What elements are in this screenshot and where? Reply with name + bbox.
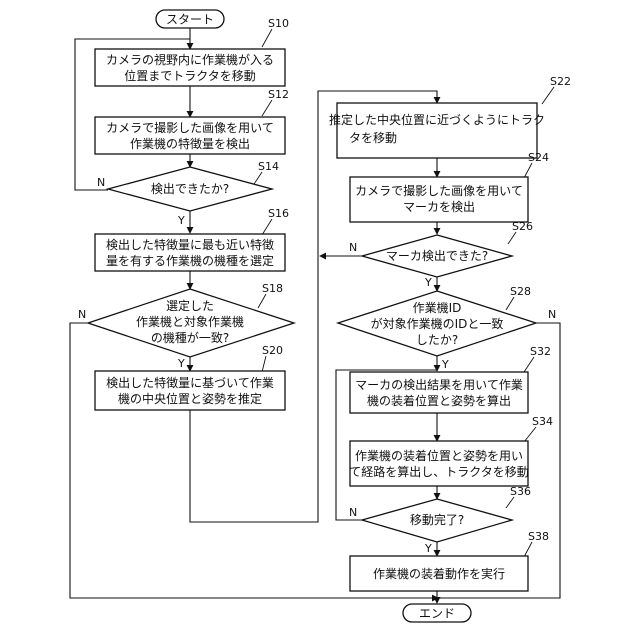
s26-line-1: マーカ検出できた?	[386, 249, 488, 263]
step-label-s36: S36	[510, 485, 531, 498]
process-s34	[350, 441, 528, 486]
s16-line-2: 量を有する作業機の機種を選定	[106, 253, 274, 268]
leader-s18	[258, 294, 266, 308]
s18-line-3: の機種が一致?	[151, 330, 229, 345]
leader-s32	[524, 357, 534, 372]
step-label-s34: S34	[532, 415, 553, 428]
step-label-s38: S38	[528, 530, 549, 543]
s20-line-1: 検出した特徴量に基づいて作業	[106, 375, 274, 390]
branch-s26-no: N	[349, 241, 357, 254]
leader-s34	[524, 427, 536, 442]
step-label-s32: S32	[530, 345, 551, 358]
leader-s28	[506, 297, 514, 310]
step-label-s10: S10	[268, 17, 289, 30]
s12-line-2: 作業機の特徴量を検出	[130, 136, 250, 151]
s22-line-1: 推定した中央位置に近づくようにトラク	[329, 112, 545, 127]
leader-s26	[508, 232, 516, 244]
step-label-s12: S12	[268, 88, 289, 101]
step-label-s28: S28	[510, 285, 531, 298]
step-label-s20: S20	[262, 344, 283, 357]
s28-line-2: が対象作業機のIDと一致	[371, 316, 504, 331]
s22-line-2: タを移動	[349, 131, 397, 145]
step-label-s18: S18	[262, 282, 283, 295]
s24-line-2: マーカを検出	[403, 200, 475, 214]
s34-line-2: て経路を算出し、トラクタを移動	[349, 464, 529, 479]
step-label-s24: S24	[528, 151, 549, 164]
s18-line-2: 作業機と対象作業機	[136, 314, 244, 329]
s36-line-1: 移動完了?	[410, 512, 464, 527]
s32-line-2: 機の装着位置と姿勢を算出	[367, 393, 511, 408]
branch-s14-yes: Y	[177, 214, 185, 227]
leader-s22	[542, 87, 554, 104]
s18-line-1: 選定した	[166, 298, 214, 313]
branch-s14-no: N	[97, 176, 105, 189]
s28-line-1: 作業機ID	[413, 300, 462, 315]
leader-s14	[254, 172, 262, 184]
leader-s36	[506, 497, 514, 508]
branch-s26-yes: Y	[424, 276, 432, 289]
s20-line-2: 機の中央位置と姿勢を推定	[118, 391, 262, 406]
s32-line-1: マーカの検出結果を用いて作業	[355, 378, 523, 392]
leader-s12	[262, 100, 272, 116]
branch-s28-yes: Y	[441, 358, 449, 371]
end-label: エンド	[419, 607, 455, 621]
start-label: スタート	[166, 13, 214, 27]
s10-line-2: 位置までトラクタを移動	[124, 68, 256, 83]
s14-line-1: 検出できたか?	[151, 182, 229, 196]
s24-line-1: カメラで撮影した画像を用いて	[355, 184, 523, 198]
leader-s20	[262, 356, 266, 372]
leader-s24	[524, 163, 532, 178]
leader-s16	[262, 219, 272, 235]
branch-s36-yes: Y	[424, 542, 432, 555]
branch-s18-yes: Y	[177, 357, 185, 370]
s34-line-1: 作業機の装着位置と姿勢を用い	[355, 448, 523, 463]
leader-s38	[524, 542, 532, 557]
step-label-s26: S26	[512, 220, 533, 233]
s16-line-1: 検出した特徴量に最も近い特徴	[106, 237, 274, 252]
s10-line-1: カメラの視野内に作業機が入る	[106, 52, 274, 67]
s12-line-1: カメラで撮影した画像を用いて	[106, 121, 274, 135]
step-label-s16: S16	[268, 207, 289, 220]
s28-line-3: したか?	[416, 333, 458, 347]
branch-s36-no: N	[349, 506, 357, 519]
branch-s18-no: N	[78, 308, 86, 321]
branch-s28-no: N	[548, 308, 556, 321]
s38-line-1: 作業機の装着動作を実行	[373, 566, 505, 581]
leader-s10	[262, 29, 272, 47]
step-label-s22: S22	[550, 75, 571, 88]
step-label-s14: S14	[258, 160, 279, 173]
